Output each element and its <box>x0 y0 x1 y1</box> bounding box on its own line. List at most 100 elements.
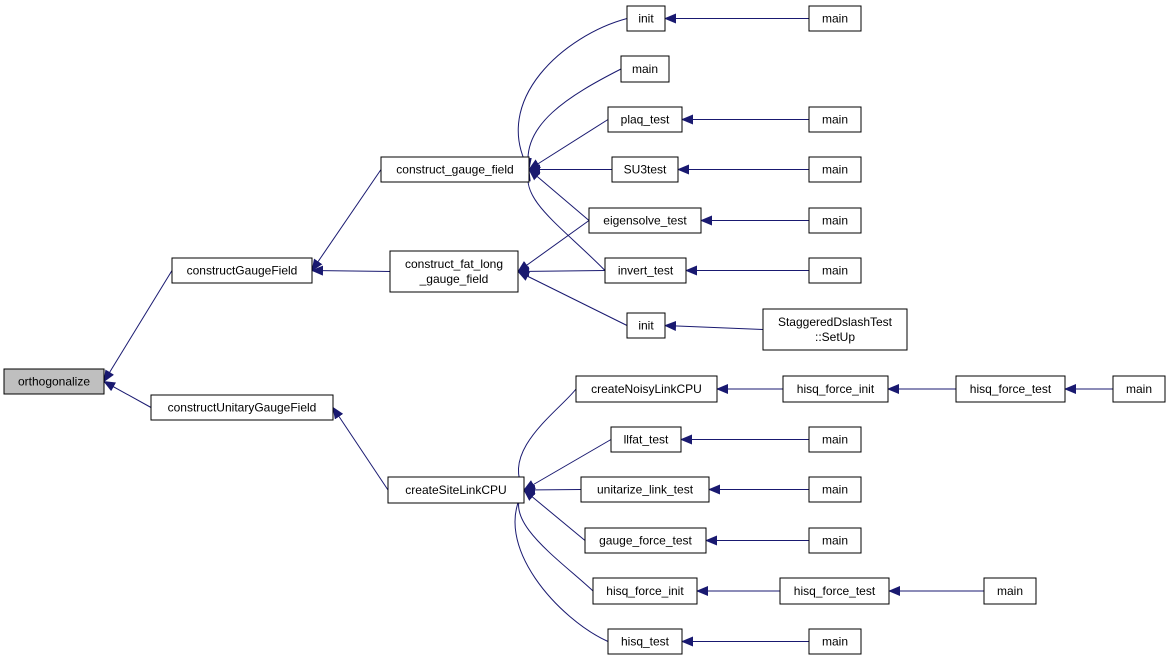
node-label: main <box>822 12 848 26</box>
node-init2[interactable]: init <box>626 312 666 339</box>
node-box[interactable] <box>171 257 313 284</box>
node-createNoisyLinkCPU[interactable]: createNoisyLinkCPU <box>575 375 718 403</box>
node-box[interactable] <box>150 394 334 421</box>
edge-staggered_setup-to-init2 <box>664 320 764 331</box>
node-main_hisq[interactable]: main <box>808 628 862 655</box>
node-label: main <box>822 483 848 497</box>
node-box[interactable] <box>604 257 687 284</box>
node-label: unitarize_link_test <box>597 483 694 497</box>
node-box[interactable] <box>387 476 525 504</box>
node-label: hisq_force_init <box>606 584 684 598</box>
node-hisq_test[interactable]: hisq_test <box>607 628 683 655</box>
node-box[interactable] <box>620 55 670 83</box>
node-label: orthogonalize <box>18 375 90 389</box>
edge-invert_test-to-construct_fat_long_gauge_field <box>517 266 606 277</box>
node-box[interactable] <box>380 156 530 183</box>
node-main_su3[interactable]: main <box>808 156 862 183</box>
node-hisq_force_test2[interactable]: hisq_force_test <box>779 577 890 605</box>
node-label: main <box>632 62 658 76</box>
node-hisq_force_init2[interactable]: hisq_force_init <box>592 577 698 605</box>
node-box[interactable] <box>808 106 862 133</box>
node-box[interactable] <box>611 156 679 183</box>
node-orthogonalize[interactable]: orthogonalize <box>3 368 105 395</box>
edge-plaq_test-to-construct_gauge_field <box>528 119 609 171</box>
node-box[interactable] <box>610 426 682 453</box>
node-label: hisq_force_test <box>970 382 1052 396</box>
node-box[interactable] <box>626 312 666 339</box>
node-box[interactable] <box>3 368 105 395</box>
node-hisq_force_init1[interactable]: hisq_force_init <box>782 375 889 403</box>
node-box[interactable] <box>588 207 702 234</box>
node-box[interactable] <box>808 5 862 32</box>
node-box[interactable] <box>584 527 707 554</box>
node-label: main <box>822 113 848 127</box>
node-label: init <box>638 319 654 333</box>
edge-llfat_test-to-createSiteLinkCPU <box>523 439 612 491</box>
node-label: main <box>822 264 848 278</box>
node-box[interactable] <box>808 207 862 234</box>
node-createSiteLinkCPU[interactable]: createSiteLinkCPU <box>387 476 525 504</box>
node-box[interactable] <box>808 426 862 453</box>
node-box[interactable] <box>592 577 698 605</box>
node-label: construct_fat_long <box>405 257 503 271</box>
node-box[interactable] <box>607 628 683 655</box>
nodes-layer: orthogonalize constructGaugeField construc… <box>3 5 1166 655</box>
node-box[interactable] <box>626 5 666 32</box>
node-label: main <box>822 635 848 649</box>
node-box[interactable] <box>575 375 718 403</box>
node-box[interactable] <box>1112 375 1166 403</box>
node-box[interactable] <box>808 476 862 503</box>
node-box[interactable] <box>389 250 519 293</box>
node-staggered_setup[interactable]: StaggeredDslashTest::SetUp <box>762 308 908 351</box>
node-hisq_force_test1[interactable]: hisq_force_test <box>955 375 1066 403</box>
node-main_invert[interactable]: main <box>808 257 862 284</box>
node-label: main <box>822 534 848 548</box>
node-plaq_test[interactable]: plaq_test <box>607 106 683 133</box>
node-init1[interactable]: init <box>626 5 666 32</box>
node-label: invert_test <box>618 264 674 278</box>
node-gauge_force_test[interactable]: gauge_force_test <box>584 527 707 554</box>
node-box[interactable] <box>762 308 908 351</box>
node-SU3test[interactable]: SU3test <box>611 156 679 183</box>
node-constructUnitaryGaugeField[interactable]: constructUnitaryGaugeField <box>150 394 334 421</box>
edge-createSiteLinkCPU-to-constructUnitaryGaugeField <box>332 406 389 491</box>
node-box[interactable] <box>782 375 889 403</box>
node-construct_gauge_field[interactable]: construct_gauge_field <box>380 156 530 183</box>
edge-main_a-to-construct_gauge_field <box>521 68 622 171</box>
node-main_a[interactable]: main <box>620 55 670 83</box>
node-label: init <box>638 12 654 26</box>
node-box[interactable] <box>808 527 862 554</box>
node-box[interactable] <box>607 106 683 133</box>
node-label: main <box>997 584 1023 598</box>
node-box[interactable] <box>983 577 1037 605</box>
node-construct_fat_long_gauge_field[interactable]: construct_fat_long_gauge_field <box>389 250 519 293</box>
node-main_gft[interactable]: main <box>808 527 862 554</box>
node-main_llfat[interactable]: main <box>808 426 862 453</box>
node-box[interactable] <box>808 156 862 183</box>
node-box[interactable] <box>779 577 890 605</box>
node-label: constructUnitaryGaugeField <box>168 401 317 415</box>
node-box[interactable] <box>808 257 862 284</box>
edge-gauge_force_test-to-createSiteLinkCPU <box>523 489 586 541</box>
node-label: gauge_force_test <box>599 534 692 548</box>
node-main_hft2[interactable]: main <box>983 577 1037 605</box>
node-main_unit[interactable]: main <box>808 476 862 503</box>
node-invert_test[interactable]: invert_test <box>604 257 687 284</box>
node-label: main <box>822 433 848 447</box>
node-llfat_test[interactable]: llfat_test <box>610 426 682 453</box>
node-main_hft1[interactable]: main <box>1112 375 1166 403</box>
node-main_eigen[interactable]: main <box>808 207 862 234</box>
node-eigensolve_test[interactable]: eigensolve_test <box>588 207 702 234</box>
node-main_plaq[interactable]: main <box>808 106 862 133</box>
node-label: createNoisyLinkCPU <box>591 382 702 396</box>
node-label: main <box>1126 382 1152 396</box>
node-box[interactable] <box>580 476 710 503</box>
node-box[interactable] <box>808 628 862 655</box>
node-main_init1[interactable]: main <box>808 5 862 32</box>
node-label: construct_gauge_field <box>396 163 513 177</box>
node-unitarize_link_test[interactable]: unitarize_link_test <box>580 476 710 503</box>
edge-init2-to-construct_fat_long_gauge_field <box>517 271 628 326</box>
node-box[interactable] <box>955 375 1066 403</box>
node-constructGaugeField[interactable]: constructGaugeField <box>171 257 313 284</box>
